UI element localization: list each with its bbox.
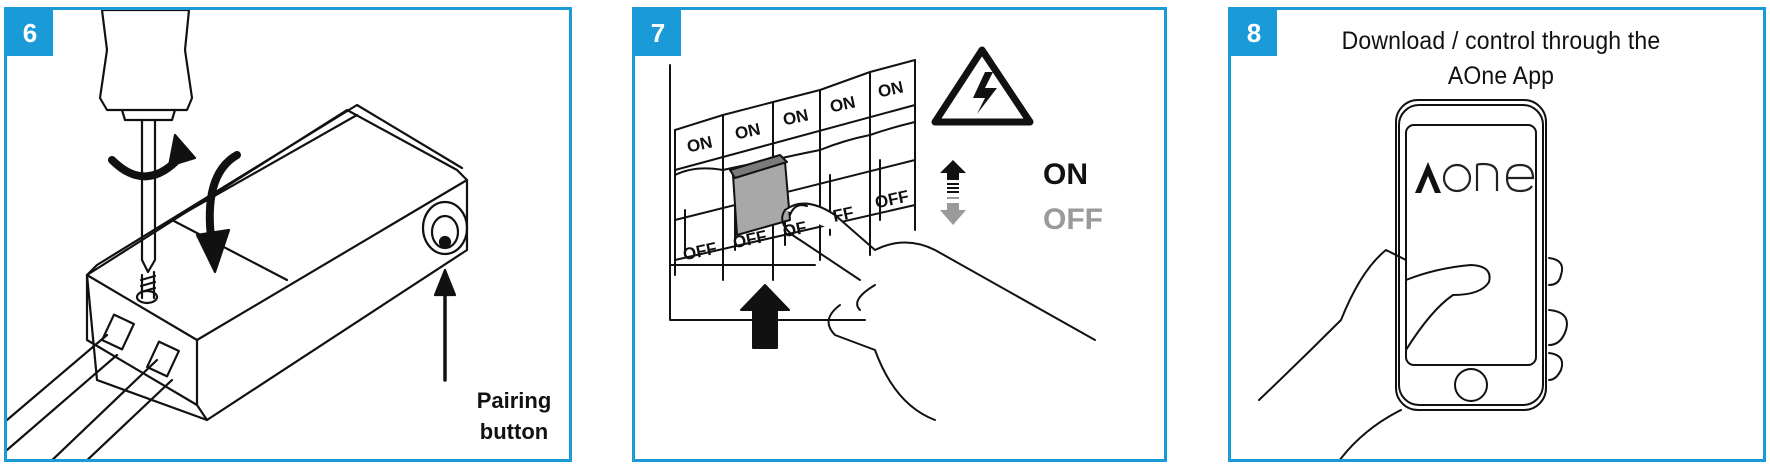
step-number: 7: [635, 10, 681, 56]
breaker-illustration: [669, 46, 1096, 421]
phone-illustration: [1258, 99, 1568, 459]
step-number: 6: [7, 10, 53, 56]
step-8-panel: 8 Download / control through the AOne Ap…: [1228, 7, 1766, 462]
switch-off-partial-label: FF: [831, 203, 856, 226]
on-label: ON: [1043, 158, 1088, 191]
title-line2: AOne App: [1447, 62, 1555, 90]
off-label: OFF: [1043, 203, 1103, 236]
step-7-panel: 7 ON OFF ON ON ON ON ON OFF OFF OF FF OF…: [632, 7, 1167, 462]
step-6-panel: 6 Pairing button: [4, 7, 572, 462]
step-number: 8: [1231, 10, 1277, 56]
pairing-label-line2: button: [479, 419, 549, 444]
pairing-button-label: Pairing button: [459, 385, 569, 447]
step-8-title: Download / control through the AOne App: [1308, 24, 1694, 94]
pairing-label-line1: Pairing: [476, 388, 552, 413]
controller-illustration: [7, 10, 469, 459]
title-line1: Download / control through the: [1341, 27, 1661, 55]
